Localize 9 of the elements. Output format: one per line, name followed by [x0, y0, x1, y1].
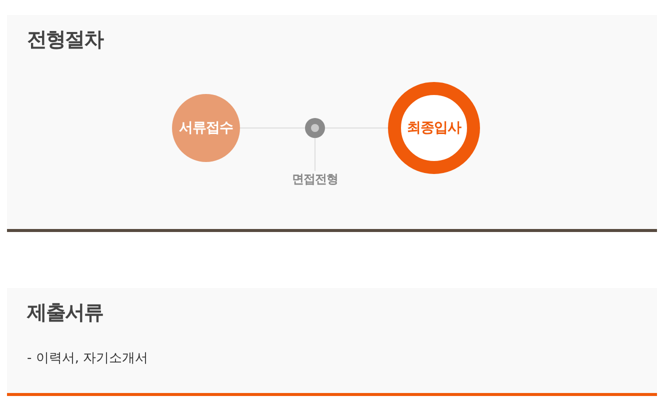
- section-heading: 전형절차: [27, 26, 103, 52]
- step-circle: 서류접수: [172, 94, 240, 162]
- section-heading: 제출서류: [27, 299, 103, 325]
- panel: [7, 15, 657, 232]
- step-dot: [305, 118, 325, 138]
- step-ring: 최종입사: [388, 82, 480, 174]
- step-label: 면접전형: [292, 171, 338, 187]
- panel: [7, 288, 657, 396]
- body-text: - 이력서, 자기소개서: [27, 350, 148, 368]
